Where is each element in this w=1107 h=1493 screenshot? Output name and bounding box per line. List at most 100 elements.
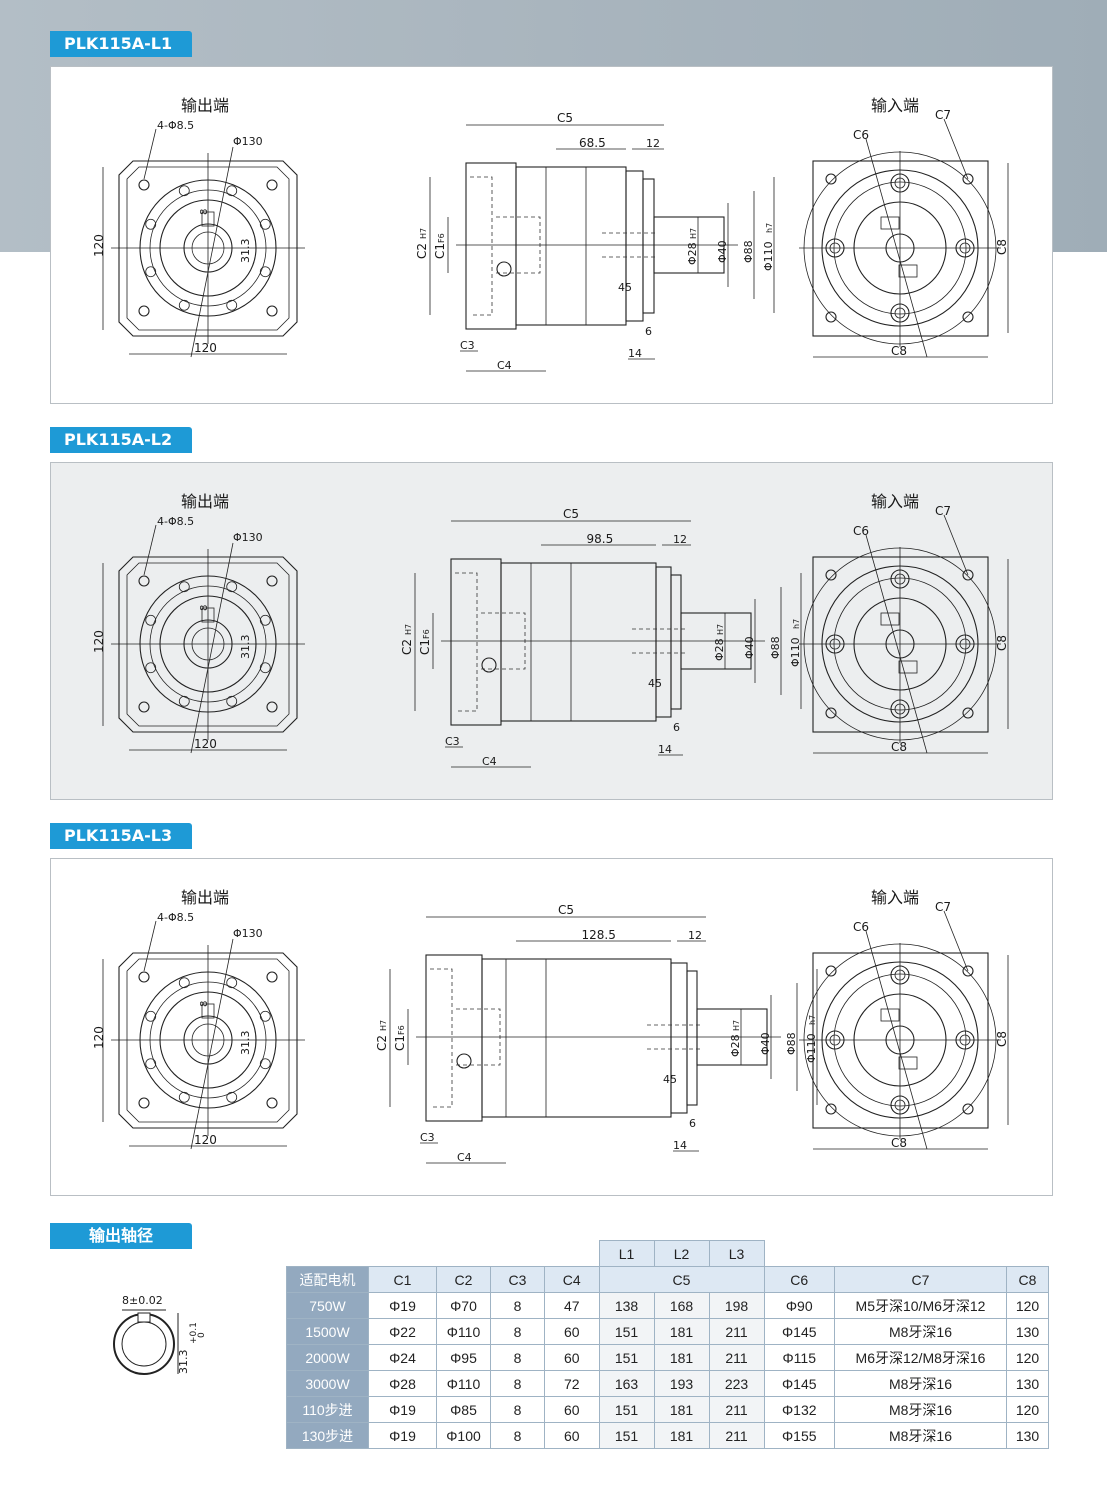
dim-45: 45	[618, 281, 632, 294]
table-cell: M8牙深16	[834, 1396, 1007, 1423]
shaft-diagram: 8±0.02 31.3 +0.1 0	[100, 1288, 210, 1392]
dim-c6-label: C6	[853, 128, 869, 142]
dim-14: 14	[673, 1139, 687, 1152]
table-cell: 47	[544, 1292, 600, 1319]
dim-45: 45	[648, 677, 662, 690]
input-end-label: 输入端	[871, 492, 919, 511]
spec-table: L1 L2 L3 适配电机 C1 C2 C3 C4 C5 C6 C7 C8 75…	[286, 1240, 1049, 1449]
section-title-l1: PLK115A-L1	[50, 31, 192, 57]
dim-c1-sub: F6	[437, 233, 446, 243]
table-header-row: 适配电机 C1 C2 C3 C4 C5 C6 C7 C8	[286, 1266, 1049, 1293]
dim-width-120: 120	[194, 737, 217, 751]
table-cell: 211	[708, 1422, 765, 1449]
dim-key-width: 8	[199, 1001, 210, 1007]
table-header-c3: C3	[490, 1266, 545, 1293]
table-subheader-row: L1 L2 L3	[287, 1240, 1049, 1267]
dim-6: 6	[645, 325, 652, 338]
table-cell: 72	[544, 1370, 600, 1397]
dim-c7-label: C7	[935, 900, 951, 914]
table-cell: Φ19	[368, 1396, 437, 1423]
table-cell: 163	[598, 1370, 655, 1397]
dim-key-width: 8	[199, 605, 210, 611]
table-cell: Φ132	[763, 1396, 835, 1423]
table-cell: Φ110	[436, 1370, 491, 1397]
dim-d88: Φ88	[742, 240, 755, 263]
dim-c2-sub: H7	[404, 624, 413, 635]
table-cell: 151	[598, 1344, 655, 1371]
dim-d40: Φ40	[716, 240, 729, 263]
table-cell: Φ28	[368, 1370, 437, 1397]
shaft-section-title: 输出轴径	[50, 1223, 192, 1249]
dim-d110: Φ110	[762, 241, 775, 271]
table-cell: 181	[653, 1422, 710, 1449]
table-cell: Φ145	[763, 1318, 835, 1345]
table-cell: Φ19	[368, 1292, 437, 1319]
dim-c4-label: C4	[457, 1151, 472, 1164]
dim-height-120: 120	[92, 1026, 106, 1049]
dim-45: 45	[663, 1073, 677, 1086]
table-cell: 8	[490, 1318, 545, 1345]
dim-c3-label: C3	[460, 339, 475, 352]
input-end-view	[799, 118, 1009, 358]
table-cell: Φ22	[368, 1318, 437, 1345]
dim-d28: Φ28	[713, 638, 726, 661]
table-cell: 8	[490, 1422, 545, 1449]
input-end-label: 输入端	[871, 888, 919, 907]
table-cell: 120	[1006, 1344, 1049, 1371]
dim-c1-label: C1	[418, 639, 432, 655]
input-end-view	[799, 514, 1009, 754]
table-row-motor: 1500W	[286, 1318, 369, 1345]
table-cell: 8	[490, 1396, 545, 1423]
table-cell: 130	[1006, 1318, 1049, 1345]
dim-d28-sub: H7	[689, 228, 698, 239]
table-header-c7: C7	[834, 1266, 1007, 1293]
table-cell: 60	[544, 1396, 600, 1423]
input-end-label: 输入端	[871, 96, 919, 115]
dim-holes-label: 4-Φ8.5	[157, 911, 194, 924]
table-cell: 151	[598, 1422, 655, 1449]
table-cell: 60	[544, 1344, 600, 1371]
dim-c2-label: C2	[415, 243, 429, 259]
table-cell: Φ70	[436, 1292, 491, 1319]
table-cell: 211	[708, 1396, 765, 1423]
dim-holes-label: 4-Φ8.5	[157, 119, 194, 132]
dim-holes-label: 4-Φ8.5	[157, 515, 194, 528]
table-cell: 8	[490, 1370, 545, 1397]
table-cell: 8	[490, 1292, 545, 1319]
dim-c1-sub: F6	[397, 1025, 406, 1035]
dim-key-height: 31.3	[239, 1031, 252, 1056]
dim-c3-label: C3	[445, 735, 460, 748]
table-header-c2: C2	[436, 1266, 491, 1293]
side-view	[429, 124, 775, 372]
dim-c8-vertical: C8	[995, 635, 1009, 651]
table-cell: 168	[653, 1292, 710, 1319]
table-header-c6: C6	[763, 1266, 835, 1293]
dim-12: 12	[688, 929, 702, 942]
dim-d88: Φ88	[785, 1032, 798, 1055]
dim-length-a: 128.5	[582, 928, 616, 942]
dim-height-120: 120	[92, 234, 106, 257]
table-cell: Φ115	[763, 1344, 835, 1371]
side-view	[389, 916, 818, 1164]
table-row-motor: 2000W	[286, 1344, 369, 1371]
table-cell: Φ85	[436, 1396, 491, 1423]
table-cell: 211	[708, 1344, 765, 1371]
dim-d110-sub: h7	[765, 223, 774, 233]
dim-14: 14	[658, 743, 672, 756]
shaft-key-height-label: 31.3	[177, 1350, 190, 1375]
dim-c6-label: C6	[853, 920, 869, 934]
output-end-view	[102, 128, 305, 358]
table-cell: 130	[1006, 1370, 1049, 1397]
table-cell: 60	[544, 1318, 600, 1345]
table-cell: 181	[653, 1396, 710, 1423]
table-cell: 138	[598, 1292, 655, 1319]
dim-c8-vertical: C8	[995, 1031, 1009, 1047]
table-cell: M5牙深10/M6牙深12	[834, 1292, 1007, 1319]
output-end-view	[102, 524, 305, 754]
table-cell: 151	[598, 1318, 655, 1345]
